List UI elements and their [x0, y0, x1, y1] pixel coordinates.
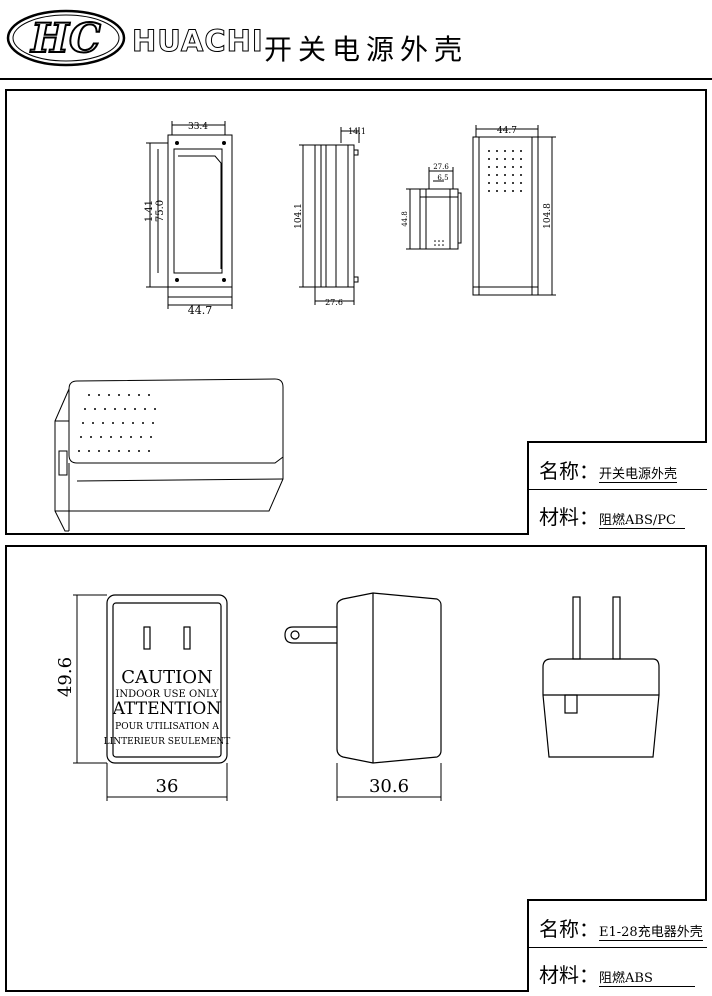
material-label: 材料： [539, 963, 599, 987]
label-indoor: INDOOR USE ONLY [115, 689, 219, 700]
dim-front-h1: 1.41 [144, 200, 155, 222]
label-attention: ATTENTION [112, 699, 222, 719]
material-row: 材料：阻燃ABS [539, 959, 695, 988]
side-view-outer [314, 144, 355, 288]
material-value: 阻燃ABS/PC [599, 509, 685, 529]
iso-view-body [68, 378, 284, 464]
dim-side-top: 14.1 [348, 127, 366, 136]
front-view-inner [173, 148, 223, 274]
material-value: 阻燃ABS [599, 967, 695, 987]
back-view-outer [472, 136, 539, 296]
label-linterieur: LINTERIEUR SEULEMENT [104, 737, 231, 747]
back-view-vents [488, 150, 522, 192]
dim-front-bottom: 44.7 [188, 304, 213, 317]
name-label: 名称： [539, 459, 599, 483]
dim-side-bottom: 27.6 [325, 298, 343, 307]
name-label: 名称： [539, 917, 599, 941]
dim-depth: 30.6 [369, 776, 409, 797]
info-box-1: 名称：开关电源外壳 材料：阻燃ABS/PC [527, 441, 707, 535]
material-label: 材料： [539, 505, 599, 529]
material-row: 材料：阻燃ABS/PC [539, 501, 685, 530]
side-plug-prong [284, 626, 337, 644]
logo-text: HC [30, 15, 101, 62]
dim-front-top: 33.4 [188, 122, 208, 132]
dim-small-w2: 6.5 [437, 174, 448, 182]
dim-front-h2: 75.0 [155, 200, 166, 222]
top-view-body [542, 658, 660, 758]
technical-drawing-1: 33.4 44.7 1.41 75.0 14.1 104.1 27.6 27.6… [54, 121, 556, 532]
technical-drawing-2: CAUTION INDOOR USE ONLY ATTENTION POUR U… [55, 592, 660, 801]
dim-width: 36 [156, 776, 179, 797]
dim-height: 49.6 [55, 657, 76, 697]
name-row: 名称：E1-28充电器外壳 [539, 913, 703, 942]
prong-left-slot [143, 626, 151, 650]
header: HC HUACHI 开关电源外壳 [0, 0, 712, 80]
dim-back-height: 104.8 [543, 203, 553, 229]
top-view-prong-right [612, 596, 621, 660]
name-value: E1-28充电器外壳 [599, 921, 703, 941]
label-caution: CAUTION [121, 667, 213, 688]
page-title: 开关电源外壳 [264, 33, 469, 66]
top-view-prong-left [572, 596, 581, 660]
dim-side-height: 104.1 [294, 203, 304, 229]
prong-right-slot [183, 626, 191, 650]
name-row: 名称：开关电源外壳 [539, 455, 678, 484]
header-rule [0, 78, 712, 80]
info-divider [529, 489, 707, 490]
drawing-panel-1: 33.4 44.7 1.41 75.0 14.1 104.1 27.6 27.6… [5, 89, 707, 535]
info-box-2: 名称：E1-28充电器外壳 材料：阻燃ABS [527, 899, 707, 992]
drawing-panel-2: CAUTION INDOOR USE ONLY ATTENTION POUR U… [5, 545, 707, 992]
charger-front-label [112, 602, 222, 758]
front-view-outer [167, 134, 233, 298]
charger-side-body [336, 592, 442, 764]
hc-logo: HC [6, 9, 126, 67]
label-pour: POUR UTILISATION A [115, 722, 219, 732]
dim-small-w: 27.6 [433, 163, 449, 171]
small-view-vents [434, 240, 444, 246]
info-divider [529, 947, 707, 948]
dim-small-h: 44.8 [401, 211, 409, 227]
name-value: 开关电源外壳 [599, 463, 678, 483]
dim-back-width: 44.7 [497, 126, 517, 136]
charger-front-outer [106, 594, 228, 764]
iso-view-vents [78, 394, 156, 452]
brand-name: HUACHI [132, 24, 264, 59]
